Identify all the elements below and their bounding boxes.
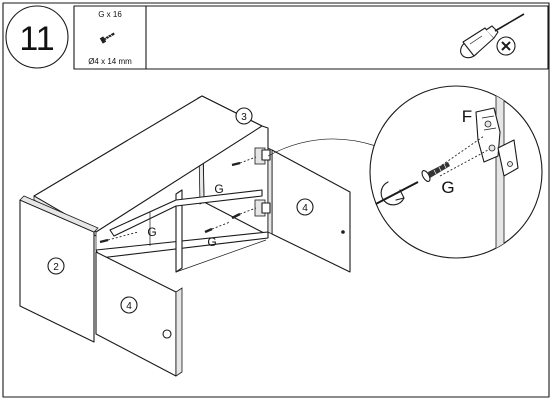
screw-label-upper: G (214, 182, 223, 196)
rotate-arrow-icon (380, 181, 405, 206)
screw-quantity: G x 16 (98, 10, 122, 19)
door-knob-lower-icon (162, 329, 172, 339)
screw-icon (99, 32, 115, 44)
screw-lower-inner-icon (204, 221, 231, 234)
parts-header-box: G x 16 Ø4 x 14 mm (73, 5, 549, 70)
screw-detail-icon (421, 162, 450, 182)
step-number: 11 (19, 20, 54, 58)
door-lower (95, 251, 177, 377)
cabinet-assembly: 3 2 4 4 G G G (19, 95, 351, 377)
screw-label-lower-left: G (147, 225, 156, 239)
screw-middle-icon (231, 207, 257, 220)
callout-back-panel: 3 (235, 107, 253, 125)
detail-label-hinge: F (462, 107, 472, 126)
detail-leader-line (267, 138, 377, 157)
screw-size: Ø4 x 14 mm (88, 57, 132, 66)
svg-text:4: 4 (126, 301, 132, 312)
svg-text:4: 4 (302, 203, 308, 214)
screw-label-lower-inner: G (207, 235, 216, 249)
hinge-detail-view: F G (369, 85, 543, 259)
middle-divider (175, 189, 183, 273)
screw-lower-left-icon (99, 231, 139, 244)
phillips-screwdriver-icon (460, 13, 525, 59)
screw-upper-icon (231, 156, 257, 167)
door-knob-right-icon (341, 230, 345, 234)
svg-text:2: 2 (53, 262, 59, 273)
detail-label-screw: G (441, 178, 454, 197)
svg-text:3: 3 (241, 112, 247, 123)
callout-side-panel: 2 (47, 257, 65, 275)
shelf (109, 189, 263, 237)
callout-door-right: 4 (296, 198, 314, 216)
callout-door-lower: 4 (120, 296, 138, 314)
step-badge: 11 (5, 5, 69, 69)
